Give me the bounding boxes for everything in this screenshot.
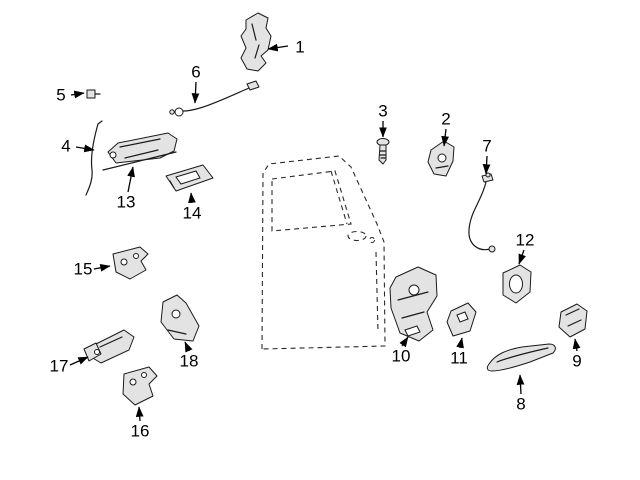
callout-6[interactable]: 6 <box>191 62 201 82</box>
part-12-drawing <box>502 264 532 304</box>
part-18-drawing <box>160 294 200 342</box>
part-7-drawing <box>468 172 496 253</box>
callout-7[interactable]: 7 <box>482 136 492 156</box>
callout-5[interactable]: 5 <box>56 85 66 105</box>
callout-9[interactable]: 9 <box>572 351 582 371</box>
callout-12[interactable]: 12 <box>515 230 535 250</box>
part-3-drawing <box>376 138 390 165</box>
part-2-drawing <box>427 140 455 177</box>
part-9-drawing <box>558 303 588 338</box>
callout-3[interactable]: 3 <box>378 101 388 121</box>
part-1-drawing <box>240 12 272 72</box>
callout-13[interactable]: 13 <box>116 192 136 212</box>
part-14-drawing <box>165 164 214 192</box>
callout-8[interactable]: 8 <box>516 394 526 414</box>
leader-arrows <box>69 43 581 422</box>
part-11-drawing <box>446 302 477 337</box>
door-outline <box>261 155 386 350</box>
part-6-drawing <box>169 80 260 117</box>
callout-4[interactable]: 4 <box>61 136 71 156</box>
callout-17[interactable]: 17 <box>49 356 69 376</box>
callout-10[interactable]: 10 <box>391 346 411 366</box>
part-10-drawing <box>389 266 438 342</box>
callout-14[interactable]: 14 <box>182 203 202 223</box>
callout-1[interactable]: 1 <box>295 37 305 57</box>
callout-11[interactable]: 11 <box>450 348 468 368</box>
part-13-drawing <box>102 132 178 171</box>
part-16-drawing <box>122 366 158 406</box>
callout-18[interactable]: 18 <box>179 351 199 371</box>
part-17-drawing <box>83 329 135 364</box>
callout-16[interactable]: 16 <box>130 421 150 441</box>
part-4-drawing <box>85 120 103 196</box>
callout-15[interactable]: 15 <box>73 259 93 279</box>
part-5-drawing <box>86 89 101 99</box>
part-8-drawing <box>486 343 556 372</box>
callout-2[interactable]: 2 <box>441 109 451 129</box>
part-15-drawing <box>112 246 149 280</box>
